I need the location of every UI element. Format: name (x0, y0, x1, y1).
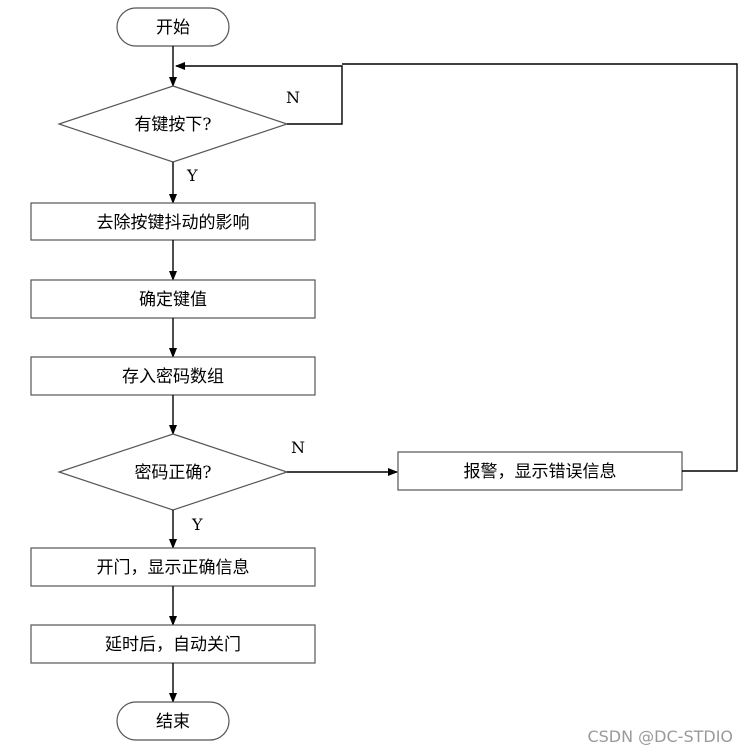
process-alarm (397, 451, 683, 491)
label-yes-password: Y (191, 515, 203, 534)
decision-password-correct-label: 密码正确? (134, 463, 211, 483)
label-yes-key: Y (186, 166, 198, 185)
label-no-password: N (291, 438, 305, 457)
edge-alarm-loop (342, 63, 738, 472)
process-determine-key-label: 确定键值 (139, 290, 207, 310)
process-debounce (30, 202, 316, 241)
process-store-password (30, 356, 316, 396)
decision-key-pressed-label: 有键按下? (134, 115, 211, 135)
process-determine-key (30, 279, 316, 319)
process-delay-close (30, 624, 316, 664)
watermark: CSDN @DC-STDIO (587, 727, 733, 746)
process-delay-close-label: 延时后，自动关门 (105, 635, 241, 655)
process-debounce-label: 去除按键抖动的影响 (97, 213, 250, 233)
end-terminal (116, 701, 230, 741)
start-label: 开始 (156, 18, 190, 38)
label-no-key: N (286, 88, 300, 107)
process-open-door-label: 开门，显示正确信息 (97, 558, 250, 578)
process-alarm-label: 报警，显示错误信息 (464, 462, 617, 482)
process-store-password-label: 存入密码数组 (122, 367, 224, 387)
end-label: 结束 (156, 712, 190, 732)
edge-key-no-loop (175, 62, 343, 125)
